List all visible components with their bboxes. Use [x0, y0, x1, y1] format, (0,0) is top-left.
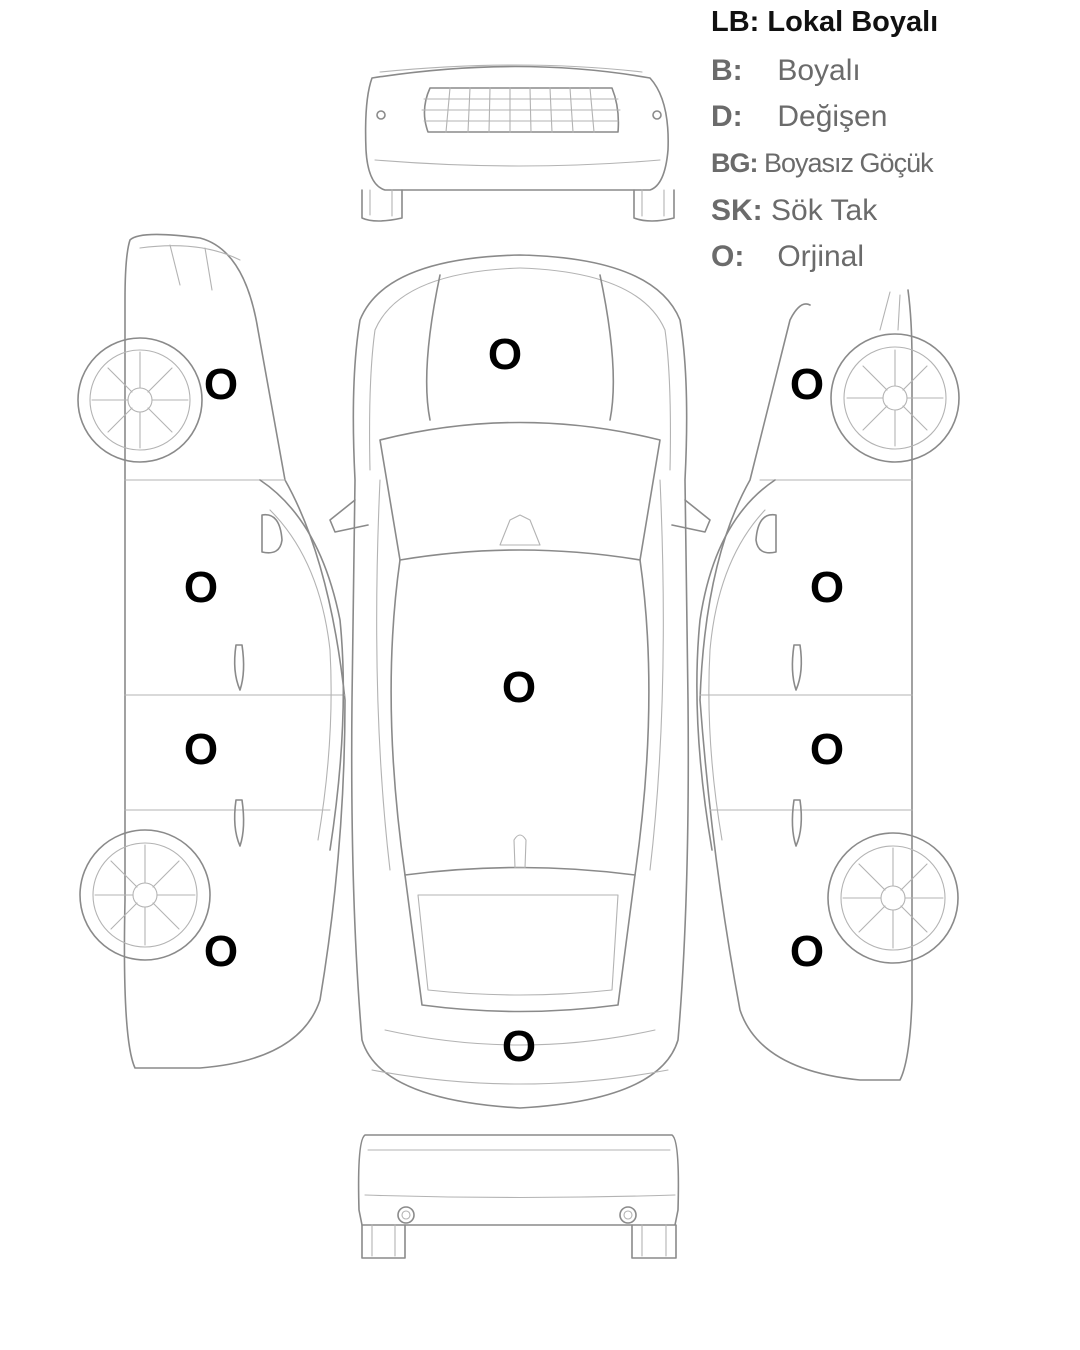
- roof-status[interactable]: O: [501, 663, 537, 712]
- hood-status[interactable]: O: [487, 330, 523, 379]
- legend-item-sk: SK: Sök Tak: [711, 194, 877, 228]
- legend-label: Değişen: [777, 100, 888, 133]
- right-front-door-status[interactable]: O: [809, 563, 845, 612]
- left-front-door-status[interactable]: O: [183, 563, 219, 612]
- legend-code: B:: [711, 54, 743, 87]
- left-rear-door-status[interactable]: O: [183, 725, 219, 774]
- legend-item-lb: LB: Lokal Boyalı: [711, 6, 938, 39]
- legend-code: BG:: [711, 148, 758, 178]
- legend-label: Sök Tak: [771, 194, 878, 227]
- legend-item-o: O: Orjinal: [711, 240, 864, 274]
- trunk-status[interactable]: O: [501, 1022, 537, 1071]
- right-rear-door-status[interactable]: O: [809, 725, 845, 774]
- front-bumper-view: [361, 64, 675, 222]
- car-left-side-view: [77, 233, 346, 1069]
- legend-code: SK:: [711, 194, 763, 227]
- rear-bumper-view: [357, 1134, 680, 1259]
- car-right-side-view: [696, 289, 960, 1081]
- legend-item-b: B: Boyalı: [711, 54, 861, 88]
- legend-code: LB:: [711, 6, 760, 38]
- left-rear-fender-status[interactable]: O: [203, 927, 239, 976]
- legend-item-d: D: Değişen: [711, 100, 887, 134]
- legend-label: Lokal Boyalı: [767, 6, 939, 38]
- legend-item-bg: BG: Boyasız Göçük: [711, 148, 934, 179]
- right-rear-fender-status[interactable]: O: [789, 927, 825, 976]
- right-front-fender-status[interactable]: O: [789, 360, 825, 409]
- left-front-fender-status[interactable]: O: [203, 360, 239, 409]
- legend-label: Boyalı: [777, 54, 861, 87]
- legend-label: Orjinal: [777, 240, 865, 273]
- legend-code: D:: [711, 100, 743, 133]
- car-top-view: [329, 254, 711, 1109]
- legend-code: O:: [711, 240, 745, 273]
- legend-label: Boyasız Göçük: [764, 148, 934, 178]
